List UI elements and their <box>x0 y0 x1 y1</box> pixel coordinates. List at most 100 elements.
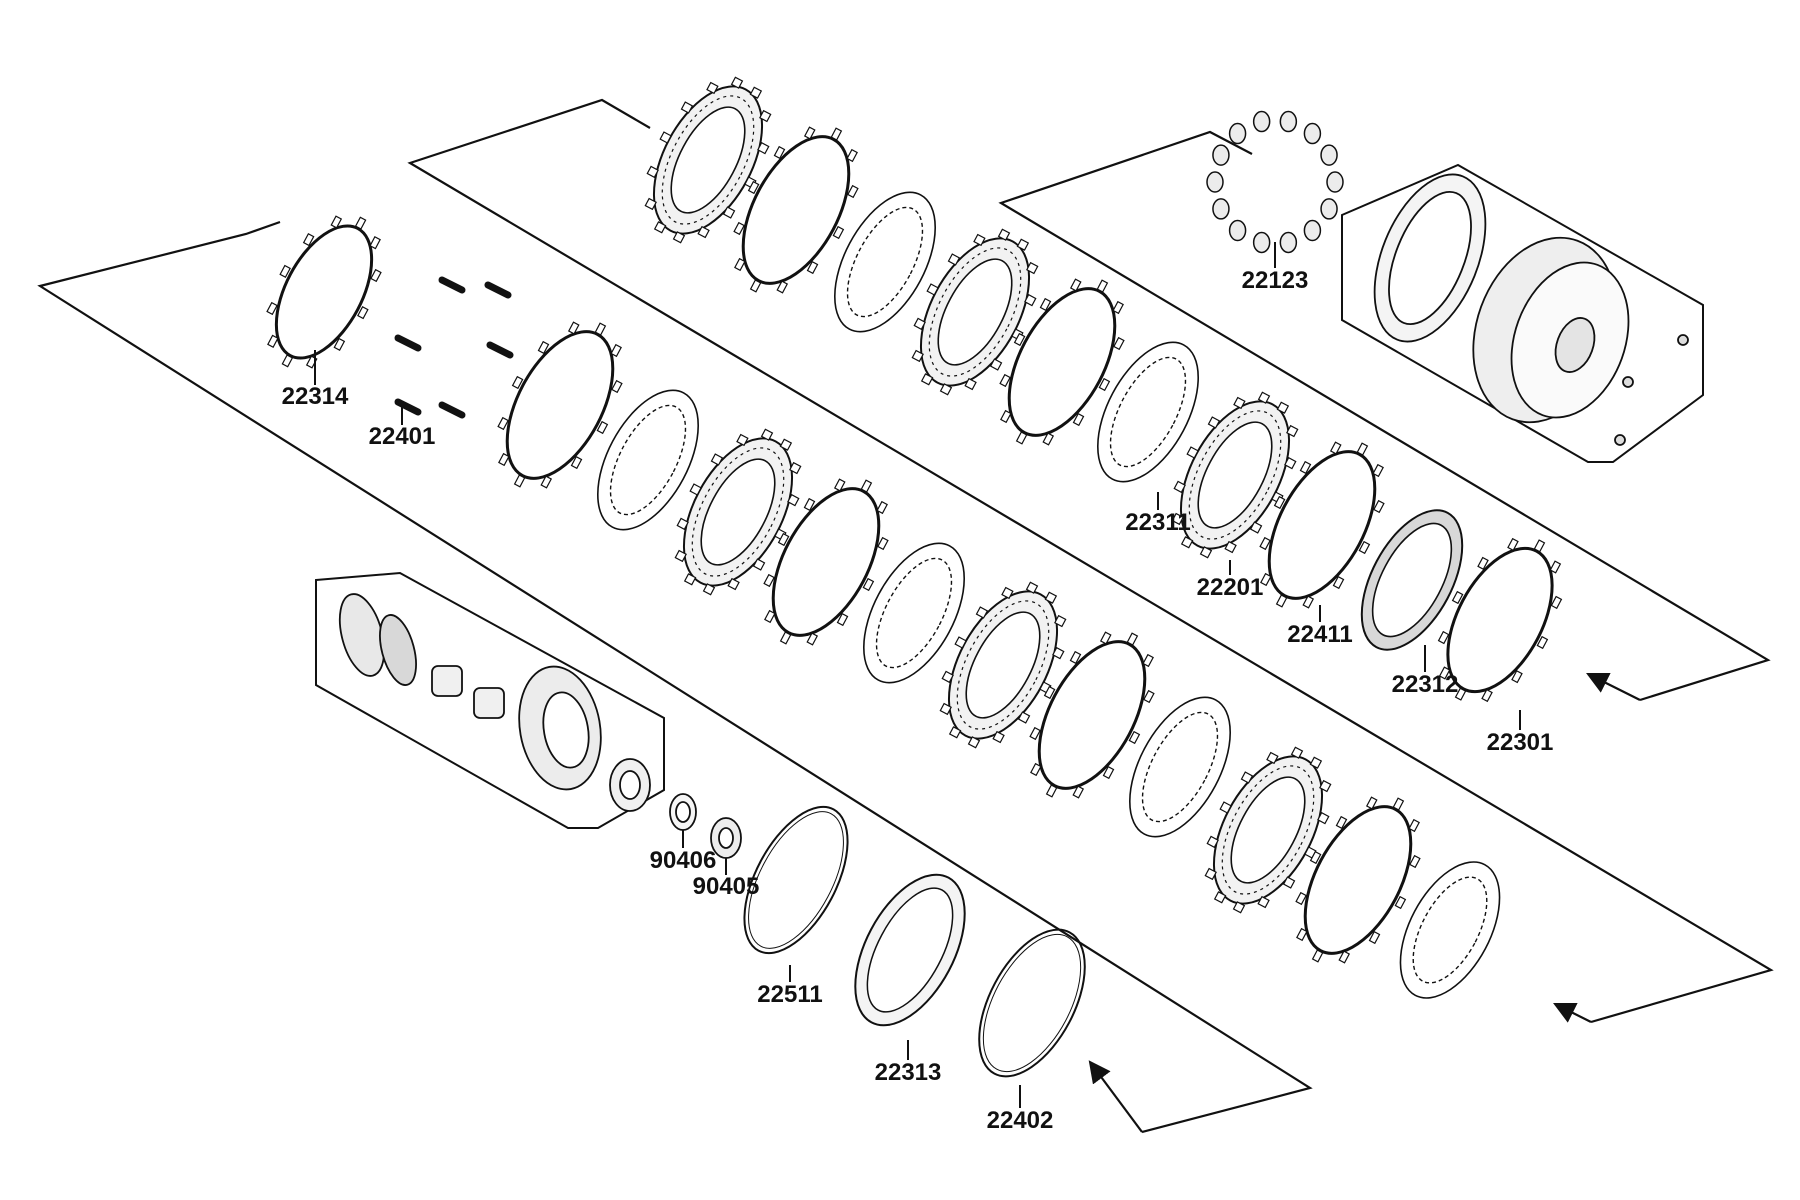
spacer-pin <box>486 341 514 359</box>
plate-tab <box>749 86 763 99</box>
ring-tab <box>498 452 510 467</box>
plate-tab <box>1171 512 1184 526</box>
spring-cushion <box>1228 122 1247 145</box>
spring-cushion <box>1252 110 1271 133</box>
ring-tab <box>1536 635 1549 650</box>
plate-tab <box>1309 756 1323 769</box>
ring-tab <box>511 375 524 390</box>
plate-tab <box>1284 456 1297 470</box>
plate-tab <box>659 131 672 144</box>
housing-bolt-1 <box>1677 334 1689 346</box>
plate-tab <box>706 81 719 95</box>
ring-tab <box>540 475 553 489</box>
ring-tab <box>537 340 550 355</box>
needle-bearing-1 <box>431 665 463 697</box>
friction-disk-22312 <box>1360 509 1464 651</box>
plate-tab <box>1001 586 1014 600</box>
plate-tab <box>954 636 967 649</box>
plate-tab <box>674 549 687 563</box>
plate-tab <box>787 493 800 507</box>
ring-tab <box>1099 631 1112 645</box>
arrow-upper <box>1586 673 1641 701</box>
ring-tab <box>1309 850 1322 865</box>
ring-tab <box>279 264 291 278</box>
plate-tab <box>689 483 702 496</box>
ring-tab <box>1533 539 1546 553</box>
ring-tab <box>1096 279 1109 293</box>
part-label-22511: 22511 <box>757 981 822 1008</box>
plate-tab <box>967 736 981 749</box>
nut-90405-bore <box>718 827 734 849</box>
plate-tab <box>760 428 774 441</box>
clutch-basket <box>1373 173 1689 446</box>
ring-tab <box>611 379 623 394</box>
ring-tab <box>567 321 580 335</box>
ring-tab <box>846 148 858 163</box>
arrow-middle <box>1553 1003 1592 1023</box>
plate-tab <box>683 573 697 586</box>
ring-tab <box>1409 854 1421 869</box>
ring-tab <box>803 497 816 512</box>
ring-tab <box>830 127 843 141</box>
spring-cushion <box>1303 219 1322 242</box>
ring-tab <box>1029 726 1041 741</box>
plate-tab <box>757 141 770 155</box>
ring-tab <box>832 225 845 240</box>
plate-tab <box>939 702 952 716</box>
plate-tab <box>730 76 744 89</box>
spring-cushion <box>1320 198 1338 220</box>
ring-tab <box>1373 499 1385 514</box>
ring-tab <box>266 301 278 316</box>
plate-tab <box>1213 891 1227 904</box>
plate-tab <box>1044 591 1058 604</box>
plate-tab <box>939 383 953 396</box>
ring-tab <box>1030 762 1042 777</box>
guide-line-upper <box>998 130 1771 702</box>
spring-ring-22123 <box>1206 110 1344 254</box>
plate-tab <box>948 726 962 739</box>
ring-tab <box>1550 595 1563 610</box>
housing-group-border <box>1341 163 1704 463</box>
ring-tab <box>1507 537 1519 552</box>
clutch-plates <box>266 76 1563 1078</box>
ring-tab <box>1438 666 1451 680</box>
assembly-guide-lines <box>37 98 1774 1134</box>
plate-tab <box>1249 521 1263 534</box>
gear-spline-collar <box>379 614 417 686</box>
plate-tab <box>1206 835 1219 849</box>
hub-nut-bore <box>619 770 641 800</box>
ring-tab <box>1302 595 1315 609</box>
spring-cushion <box>1252 231 1271 254</box>
ring-tab <box>369 236 381 250</box>
steel-plate <box>999 278 1125 446</box>
plate-tab <box>1286 424 1299 438</box>
plate-tab <box>644 197 657 211</box>
ring-tab <box>1069 650 1082 665</box>
ring-tab <box>1299 460 1312 475</box>
ring-tab <box>1437 630 1450 645</box>
plate-tab <box>926 283 939 296</box>
guide-line-lower <box>37 220 1313 1134</box>
part-label-90406: 90406 <box>650 847 717 874</box>
friction-plate <box>644 76 772 244</box>
plate-tab <box>911 349 924 363</box>
plate-tab <box>1054 614 1067 628</box>
ring-tab <box>357 306 369 320</box>
ring-tab <box>1368 930 1381 945</box>
ring-tab <box>513 474 526 488</box>
steel-plate <box>833 191 937 333</box>
ring-tab <box>860 479 873 493</box>
part-label-90405: 90405 <box>693 873 760 900</box>
steel-plate <box>763 478 889 646</box>
ring-tab <box>281 354 294 368</box>
plate-tab <box>722 206 736 219</box>
ring-tab <box>570 455 583 470</box>
plate-tab <box>1266 751 1279 765</box>
steel-plate-22411 <box>1259 441 1385 609</box>
plate-tab <box>1199 546 1213 559</box>
ring-tab <box>333 337 346 351</box>
steel-plate <box>862 542 966 684</box>
washer-90406-bore <box>675 801 691 823</box>
plate-tab <box>646 165 659 179</box>
